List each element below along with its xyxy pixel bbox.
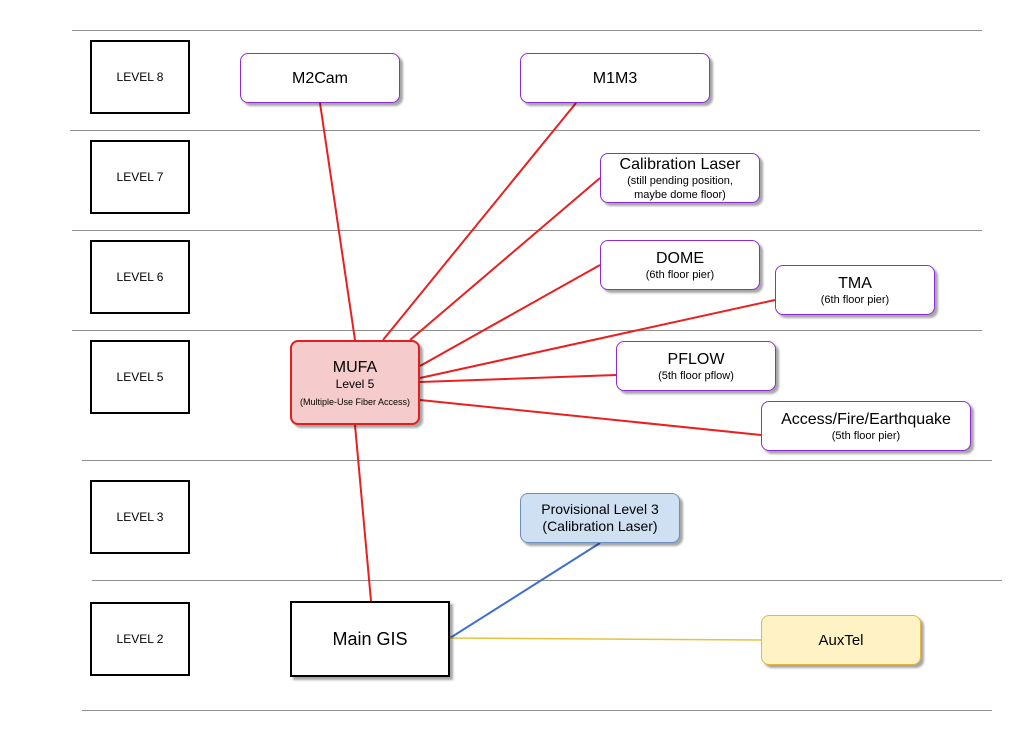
node-subtitle: Level 5 xyxy=(335,377,375,391)
node-subtitle: (still pending position, xyxy=(627,174,733,187)
level-divider xyxy=(72,230,982,231)
link-mufa-dome xyxy=(419,264,601,367)
node-title: TMA xyxy=(838,274,872,292)
level-label: LEVEL 6 xyxy=(116,270,164,284)
node-subtitle: maybe dome floor) xyxy=(634,188,726,201)
auxtel-node[interactable]: AuxTel xyxy=(761,615,921,665)
m1m3-node[interactable]: M1M3 xyxy=(520,53,710,103)
node-title: MUFA xyxy=(332,359,378,376)
level-7-box: LEVEL 7 xyxy=(90,140,190,214)
node-subtitle: (6th floor pier) xyxy=(645,268,715,281)
link-mufa-tma xyxy=(419,299,776,379)
node-subtitle: (6th floor pier) xyxy=(820,293,890,306)
level-label: LEVEL 7 xyxy=(116,170,164,184)
link-mufa-m1m3 xyxy=(382,102,577,341)
link-mufa-access xyxy=(419,399,762,436)
dome-node[interactable]: DOME (6th floor pier) xyxy=(600,240,760,290)
level-divider xyxy=(72,30,982,31)
level-6-box: LEVEL 6 xyxy=(90,240,190,314)
level-label: LEVEL 8 xyxy=(116,70,164,84)
level-3-box: LEVEL 3 xyxy=(90,480,190,554)
mufa-node[interactable]: MUFA Level 5 (Multiple-Use Fiber Access) xyxy=(290,340,420,425)
node-title: Access/Fire/Earthquake xyxy=(781,410,951,428)
node-title: AuxTel xyxy=(818,631,864,649)
level-divider xyxy=(92,580,1002,581)
link-mufa-main-gis xyxy=(354,424,372,602)
level-divider xyxy=(82,460,992,461)
mufa-links xyxy=(319,102,776,602)
level-divider xyxy=(70,130,980,131)
node-title: PFLOW xyxy=(667,350,725,368)
calibration-laser-node[interactable]: Calibration Laser (still pending positio… xyxy=(600,153,760,203)
link-mufa-calibration-laser xyxy=(409,177,601,341)
level-8-box: LEVEL 8 xyxy=(90,40,190,114)
level-5-box: LEVEL 5 xyxy=(90,340,190,414)
node-title: DOME xyxy=(656,249,704,267)
level-divider xyxy=(72,330,982,331)
node-title: M1M3 xyxy=(592,69,638,87)
level-label: LEVEL 2 xyxy=(116,632,164,646)
pflow-node[interactable]: PFLOW (5th floor pflow) xyxy=(616,341,776,391)
node-title: (Calibration Laser) xyxy=(542,518,658,534)
tma-node[interactable]: TMA (6th floor pier) xyxy=(775,265,935,315)
node-title: Provisional Level 3 xyxy=(541,501,659,517)
node-title: Calibration Laser xyxy=(619,155,741,173)
node-subtitle: (5th floor pflow) xyxy=(658,369,734,382)
link-mufa-pflow xyxy=(419,374,617,383)
link-mufa-m2cam xyxy=(319,102,356,341)
level-2-box: LEVEL 2 xyxy=(90,602,190,676)
node-title: Main GIS xyxy=(332,628,408,649)
node-title: M2Cam xyxy=(291,69,348,87)
link-gis-provisional xyxy=(449,542,601,639)
access-fire-earthquake-node[interactable]: Access/Fire/Earthquake (5th floor pier) xyxy=(761,401,971,451)
main-gis-node[interactable]: Main GIS xyxy=(290,601,450,677)
level-label: LEVEL 5 xyxy=(116,370,164,384)
provisional-level-3-node[interactable]: Provisional Level 3 (Calibration Laser) xyxy=(520,493,680,543)
node-subtitle: (5th floor pier) xyxy=(831,429,901,442)
level-divider xyxy=(82,710,992,711)
m2cam-node[interactable]: M2Cam xyxy=(240,53,400,103)
level-label: LEVEL 3 xyxy=(116,510,164,524)
link-gis-auxtel xyxy=(449,637,762,641)
node-subtitle: (Multiple-Use Fiber Access) xyxy=(299,397,411,407)
